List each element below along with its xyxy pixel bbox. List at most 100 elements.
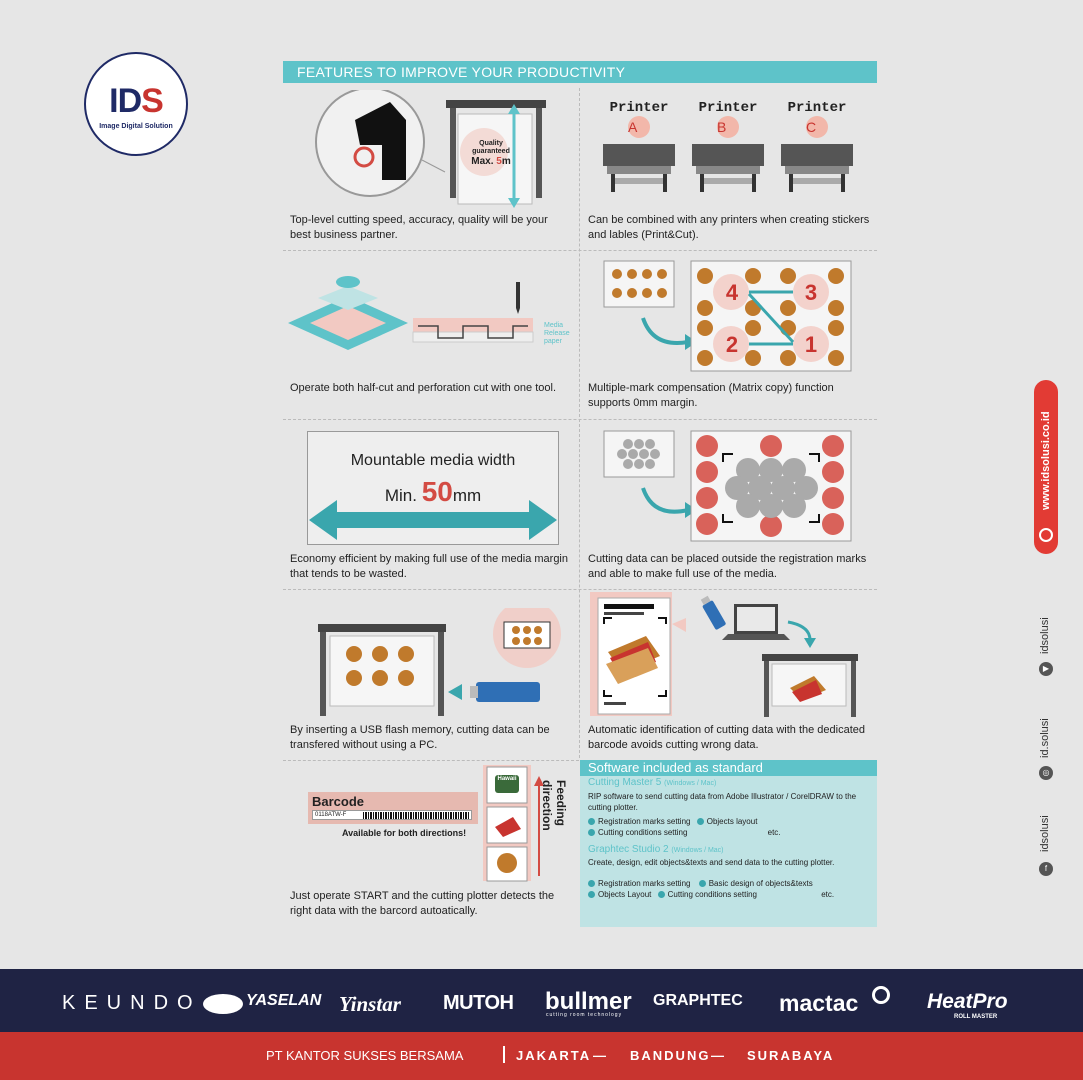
caption-half-cut: Operate both half-cut and perforation cu… <box>290 382 556 394</box>
website-pill[interactable] <box>1034 380 1058 554</box>
printer-label: Printer <box>698 100 758 116</box>
printer-letter: A <box>628 116 650 138</box>
social-handle[interactable]: idsolusi <box>1039 617 1051 654</box>
auto-identification-illustration <box>590 592 858 717</box>
feeding-direction-label: Feeding direction <box>540 780 568 831</box>
matrix-number: 1 <box>804 332 818 357</box>
caption-printers: Can be combined with any printers when c… <box>588 214 870 241</box>
matrix-number: 2 <box>725 332 739 357</box>
cutting-master-features: Registration marks setting Objects layou… <box>580 816 877 838</box>
printer-b: Printer B <box>690 100 766 199</box>
brand-bullmer-sub: cutting room technology <box>546 1012 623 1018</box>
printer-icon <box>603 144 675 192</box>
media-width-title: Mountable media width <box>350 452 516 469</box>
outside-marks-illustration <box>603 430 852 542</box>
graphtec-studio-features: Registration marks setting Basic design … <box>580 878 877 900</box>
caption-outside-marks: Cutting data can be placed outside the r… <box>588 553 867 580</box>
media-labels: Media Release paper <box>544 322 570 345</box>
brand-bar <box>0 969 1083 1032</box>
bullet-icon <box>588 829 595 837</box>
graphtec-studio-desc: Create, design, edit objects&texts and s… <box>588 858 835 867</box>
city-bandung: BANDUNG <box>630 1048 711 1063</box>
barcode-title: Barcode <box>312 794 365 809</box>
bullet-icon <box>657 891 665 899</box>
brand-yaselan: YASELAN <box>246 992 322 1009</box>
city-jakarta: JAKARTA <box>516 1048 592 1063</box>
barcode-field: 0118ATW-F <box>312 810 472 820</box>
printer-label: Printer <box>609 100 669 116</box>
graphtec-studio-name: Graphtec Studio 2 (Windows / Mac) <box>588 844 724 855</box>
bullet-icon <box>698 880 706 888</box>
matrix-number: 4 <box>725 280 739 305</box>
half-cut-illustration <box>288 276 534 350</box>
yaselan-icon <box>203 994 243 1014</box>
divider <box>283 760 579 761</box>
divider <box>283 589 877 590</box>
bullet-icon <box>588 818 595 826</box>
printer-group: Printer A Printer B Printer C <box>601 100 861 210</box>
footer-divider <box>503 1046 505 1063</box>
cutting-head-illustration <box>315 90 546 208</box>
bullet-icon <box>696 818 704 826</box>
cutting-master-name: Cutting Master 5 (Windows / Mac) <box>588 777 717 788</box>
printer-c: Printer C <box>779 100 855 199</box>
facebook-icon[interactable]: f <box>1039 862 1053 876</box>
city-separator: — <box>593 1048 606 1063</box>
caption-media-width: Economy efficient by making full use of … <box>290 553 568 580</box>
quality-badge: Quality guaranteed Max. 5m <box>471 140 511 167</box>
divider <box>283 250 877 251</box>
youtube-icon[interactable]: ▶ <box>1039 662 1053 676</box>
caption-cutting-speed: Top-level cutting speed, accuracy, quali… <box>290 214 548 241</box>
printer-a: Printer A <box>601 100 677 199</box>
bullet-icon <box>588 891 595 899</box>
caption-usb: By inserting a USB flash memory, cutting… <box>290 724 550 751</box>
logo-mark: IDS <box>109 82 164 120</box>
cutting-master-desc: RIP software to send cutting data from A… <box>588 792 857 812</box>
city-surabaya: SURABAYA <box>747 1048 835 1063</box>
footer-bar <box>0 1032 1083 1080</box>
features-title: FEATURES TO IMPROVE YOUR PRODUCTIVITY <box>283 61 877 83</box>
software-heading: Software included as standard <box>580 760 877 776</box>
social-handle[interactable]: id.solusi <box>1039 718 1051 758</box>
brand-mutoh: MUTOH <box>443 992 514 1014</box>
printer-icon <box>692 144 764 192</box>
printer-label: Printer <box>787 100 847 116</box>
barcode-code: 0118ATW-F <box>315 812 347 818</box>
brand-yinstar: Yinstar <box>339 992 401 1016</box>
divider <box>579 88 580 758</box>
caption-matrix-copy: Multiple-mark compensation (Matrix copy)… <box>588 382 834 409</box>
matrix-number: 3 <box>804 280 818 305</box>
brand-heatpro: HeatPro <box>927 990 1008 1013</box>
double-arrow-icon <box>309 500 557 540</box>
brand-mactac: mactac <box>779 990 859 1016</box>
feeding-media-illustration <box>483 765 531 882</box>
brand-heatpro-sub: ROLL MASTER <box>954 1014 998 1020</box>
social-handle[interactable]: idsolusi <box>1039 815 1051 852</box>
logo-subtitle: Image Digital Solution <box>99 123 173 130</box>
mactac-icon <box>872 986 890 1004</box>
feeding-arrow-icon <box>534 776 544 876</box>
divider <box>283 419 877 420</box>
printer-letter: C <box>806 116 828 138</box>
caption-barcode: Just operate START and the cutting plott… <box>290 890 555 917</box>
website-link[interactable]: www.idsolusi.co.id <box>1040 411 1052 511</box>
ids-logo: IDS Image Digital Solution <box>84 52 188 156</box>
caption-auto-id: Automatic identification of cutting data… <box>588 724 866 751</box>
label-brand: Hawaii <box>497 776 517 782</box>
brand-bullmer: bullmer <box>545 988 632 1015</box>
search-icon <box>1039 528 1053 542</box>
brand-graphtec: GRAPHTEC <box>653 992 743 1009</box>
bullet-icon <box>588 880 595 888</box>
matrix-copy-illustration <box>603 260 852 372</box>
software-panel: Software included as standard Cutting Ma… <box>580 760 877 927</box>
media-width-min: Min. 50mm <box>384 476 482 507</box>
company-name: PT KANTOR SUKSES BERSAMA <box>266 1048 464 1063</box>
brand-keundo: KEUNDO <box>62 992 202 1014</box>
instagram-icon[interactable]: ◎ <box>1039 766 1053 780</box>
printer-icon <box>781 144 853 192</box>
barcode-bars <box>363 812 469 819</box>
usb-transfer-illustration <box>318 608 561 716</box>
printer-letter: B <box>717 116 739 138</box>
barcode-note: Available for both directions! <box>342 828 467 838</box>
city-separator: — <box>711 1048 724 1063</box>
